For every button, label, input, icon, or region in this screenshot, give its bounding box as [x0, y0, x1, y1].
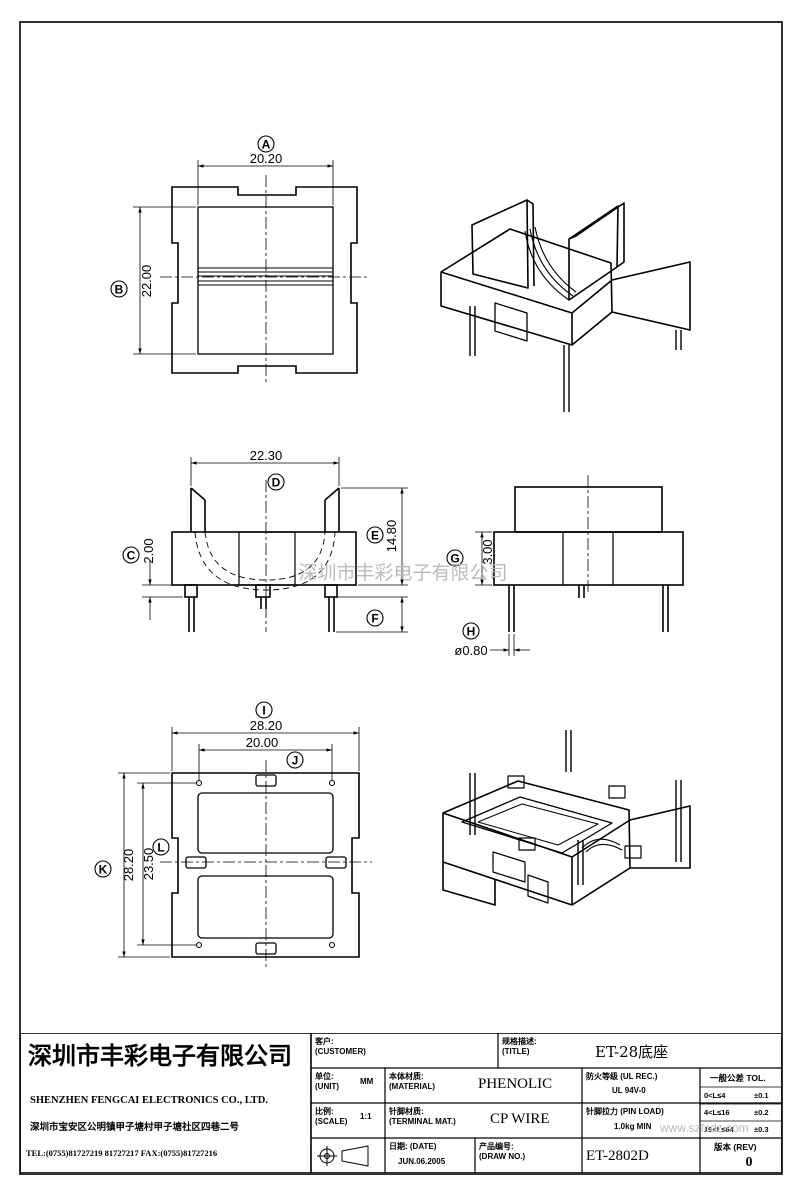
- isometric-view-bottom: [442, 730, 691, 906]
- marker-f: F: [366, 609, 384, 627]
- terminal-label: 针脚材质: (TERMINAL MAT.): [389, 1107, 456, 1126]
- marker-l: L: [152, 838, 170, 856]
- dim-k: [118, 772, 170, 958]
- company-name-cn: 深圳市丰彩电子有限公司: [28, 1042, 292, 1070]
- dim-a-value: 20.20: [250, 151, 283, 166]
- date-label: 日期: (DATE): [389, 1142, 437, 1151]
- draw-no-label: 产品编号: (DRAW NO.): [479, 1142, 526, 1161]
- material-label: 本体材质: (MATERIAL): [389, 1072, 436, 1091]
- fire-rating-value: UL 94V-0: [612, 1086, 646, 1095]
- front-view: [171, 487, 357, 632]
- bottom-view-centerlines: [160, 760, 372, 968]
- title-block-grid: [20, 1033, 782, 1173]
- marker-g: G: [446, 549, 464, 567]
- projection-symbol: [317, 1145, 369, 1167]
- svg-text:L: L: [157, 841, 164, 855]
- watermark-center: 深圳市丰彩电子有限公司: [298, 562, 507, 584]
- marker-b: B: [110, 280, 128, 298]
- unit-label: 单位: (UNIT): [315, 1072, 339, 1091]
- dim-c: [142, 560, 183, 620]
- dim-k-value: 28.20: [121, 849, 136, 882]
- pin-load-label: 针脚拉力 (PIN LOAD): [586, 1107, 664, 1116]
- sheet-border: [19, 21, 783, 1175]
- date-value: JUN.06.2005: [398, 1157, 446, 1166]
- svg-text:B: B: [115, 283, 124, 297]
- scale-label: 比例: (SCALE): [315, 1107, 348, 1126]
- dim-g-value: 3.00: [480, 539, 495, 564]
- svg-text:H: H: [467, 625, 476, 639]
- svg-text:C: C: [127, 549, 136, 563]
- svg-text:I: I: [262, 704, 265, 718]
- svg-text:K: K: [99, 863, 108, 877]
- tolerance-label: 一般公差 TOL.: [710, 1073, 766, 1083]
- terminal-value: CP WIRE: [490, 1111, 550, 1127]
- tolerance-row-3: 16<L≤64 ±0.3: [704, 1125, 769, 1134]
- marker-a: A: [257, 135, 275, 153]
- dim-l: [137, 782, 196, 946]
- dim-h: [490, 634, 530, 656]
- svg-text:F: F: [371, 612, 378, 626]
- company-contact: TEL:(0755)81727219 81727217 FAX:(0755)81…: [26, 1148, 218, 1158]
- dim-c-value: 2.00: [141, 538, 156, 563]
- dim-e-value: 14.80: [384, 520, 399, 553]
- material-value: PHENOLIC: [478, 1076, 553, 1092]
- marker-j: J: [286, 751, 304, 769]
- dim-e: [341, 487, 408, 586]
- bottom-view: [171, 772, 360, 958]
- marker-i: I: [255, 701, 273, 719]
- side-view: [493, 486, 684, 632]
- title-value: ET-28底座: [595, 1043, 669, 1061]
- company-name-en: SHENZHEN FENGCAI ELECTRONICS CO., LTD.: [30, 1095, 268, 1106]
- unit-value: MM: [360, 1077, 374, 1086]
- title-block: 深圳市丰彩电子有限公司 SHENZHEN FENGCAI ELECTRONICS…: [20, 1033, 782, 1173]
- top-view: [171, 186, 358, 374]
- dim-j-value: 20.00: [246, 735, 279, 750]
- tolerance-row-1: 0<L≤4 ±0.1: [704, 1091, 769, 1100]
- dim-b: [133, 206, 196, 355]
- dim-i: [171, 727, 360, 771]
- dim-b-value: 22.00: [139, 265, 154, 298]
- dim-i-value: 28.20: [250, 718, 283, 733]
- svg-text:E: E: [371, 529, 379, 543]
- dim-d: [190, 457, 340, 486]
- draw-no-value: ET-2802D: [586, 1148, 649, 1164]
- marker-c: C: [122, 546, 140, 564]
- tolerance-row-2: 4<L≤16 ±0.2: [704, 1108, 769, 1117]
- dim-f: [336, 596, 408, 633]
- dim-j: [198, 744, 333, 780]
- svg-text:G: G: [450, 552, 459, 566]
- marker-e: E: [366, 526, 384, 544]
- marker-k: K: [94, 860, 112, 878]
- dim-d-value: 22.30: [250, 448, 283, 463]
- dim-a: [197, 160, 334, 205]
- svg-text:J: J: [292, 754, 299, 768]
- dim-g: [475, 531, 492, 586]
- dim-h-value: ø0.80: [454, 643, 487, 658]
- svg-text:D: D: [272, 476, 281, 490]
- title-label: 规格描述: (TITLE): [502, 1037, 537, 1056]
- pin-load-value: 1.0kg MIN: [614, 1122, 652, 1131]
- company-address: 深圳市宝安区公明镇甲子塘村甲子塘社区四巷二号: [30, 1122, 240, 1133]
- revision-value: 0: [745, 1155, 753, 1170]
- marker-h: H: [462, 622, 480, 640]
- svg-text:A: A: [262, 138, 271, 152]
- top-view-centerlines: [160, 175, 370, 383]
- isometric-view-top: [440, 199, 691, 412]
- dim-l-value: 23.50: [141, 848, 156, 881]
- fire-rating-label: 防火等级 (UL REC.): [586, 1072, 658, 1081]
- revision-label: 版本 (REV): [714, 1142, 757, 1152]
- customer-label: 客户: (CUSTOMER): [315, 1037, 366, 1056]
- scale-value: 1:1: [360, 1112, 372, 1121]
- marker-d: D: [267, 473, 285, 491]
- watermark-corner: www.szfcdz.com: [660, 1121, 749, 1135]
